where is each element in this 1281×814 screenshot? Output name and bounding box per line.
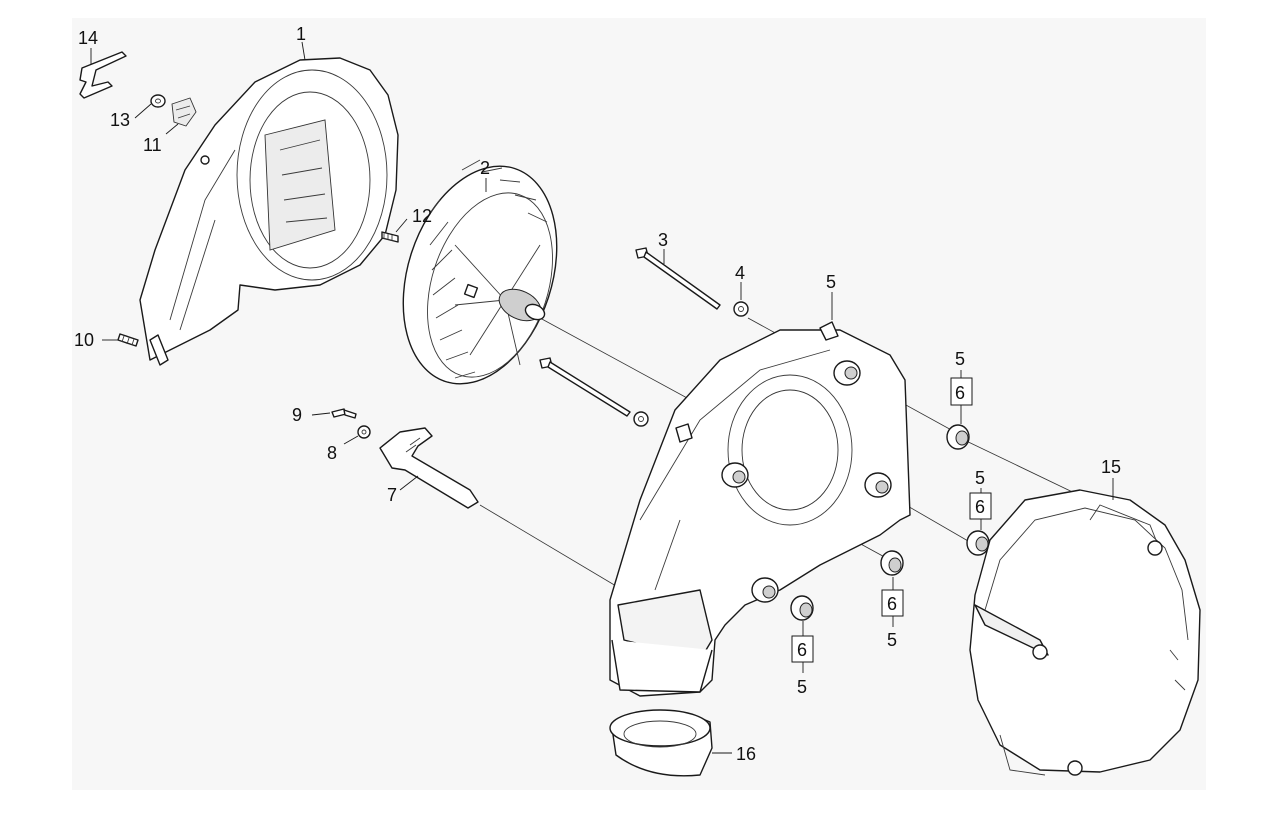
grommet-right-mid (966, 530, 990, 556)
callout-labels: 1 14 13 11 12 2 3 4 5 10 9 8 7 5 6 5 6 6… (74, 24, 1121, 764)
grommet-center-mid (880, 550, 904, 576)
callout-8: 8 (327, 443, 337, 463)
callout-5-center-mid: 5 (887, 630, 897, 650)
callout-6-center-mid: 6 (887, 594, 897, 614)
part-2-fan-impeller (402, 159, 558, 385)
callout-11: 11 (143, 135, 162, 155)
callout-3: 3 (658, 230, 668, 250)
callout-5-lower: 5 (797, 677, 807, 697)
callout-13: 13 (110, 110, 130, 130)
part-7-lever (379, 427, 479, 509)
part-12-screw (381, 231, 399, 243)
callout-16: 16 (736, 744, 756, 764)
callout-6-right-upper: 6 (955, 383, 965, 403)
callout-9: 9 (292, 405, 302, 425)
part-9-screw (331, 408, 357, 419)
callout-1: 1 (296, 24, 306, 44)
part-4-washer-upper (733, 301, 749, 317)
part-10-screw (117, 333, 139, 347)
callout-4: 4 (735, 263, 745, 283)
callout-6-lower: 6 (797, 640, 807, 660)
part-3-long-bolt-upper (635, 247, 721, 310)
part-4-washer-lower (633, 411, 649, 427)
part-3-long-bolt-lower (539, 357, 631, 417)
leader-lines (90, 41, 1114, 754)
callout-6-right-mid: 6 (975, 497, 985, 517)
callout-boxes (791, 377, 992, 663)
grommet-lower (790, 595, 814, 621)
main-housing (609, 321, 911, 697)
part-16-seal-ring (609, 709, 713, 777)
callout-14: 14 (78, 28, 98, 48)
callout-5-right-mid: 5 (975, 468, 985, 488)
callout-12: 12 (412, 206, 432, 226)
part-13-washer (150, 94, 166, 108)
grommet-right-upper (946, 424, 970, 450)
callout-10: 10 (74, 330, 94, 350)
callout-5-top: 5 (826, 272, 836, 292)
part-1-housing-cover (139, 57, 399, 366)
part-11-knob (171, 97, 197, 127)
part-15-rear-housing (969, 489, 1201, 776)
callout-7: 7 (387, 485, 397, 505)
part-8-washer (357, 425, 371, 439)
part-14-bracket (79, 51, 127, 99)
callout-2: 2 (480, 158, 490, 178)
callout-15: 15 (1101, 457, 1121, 477)
callout-5-right-upper: 5 (955, 349, 965, 369)
